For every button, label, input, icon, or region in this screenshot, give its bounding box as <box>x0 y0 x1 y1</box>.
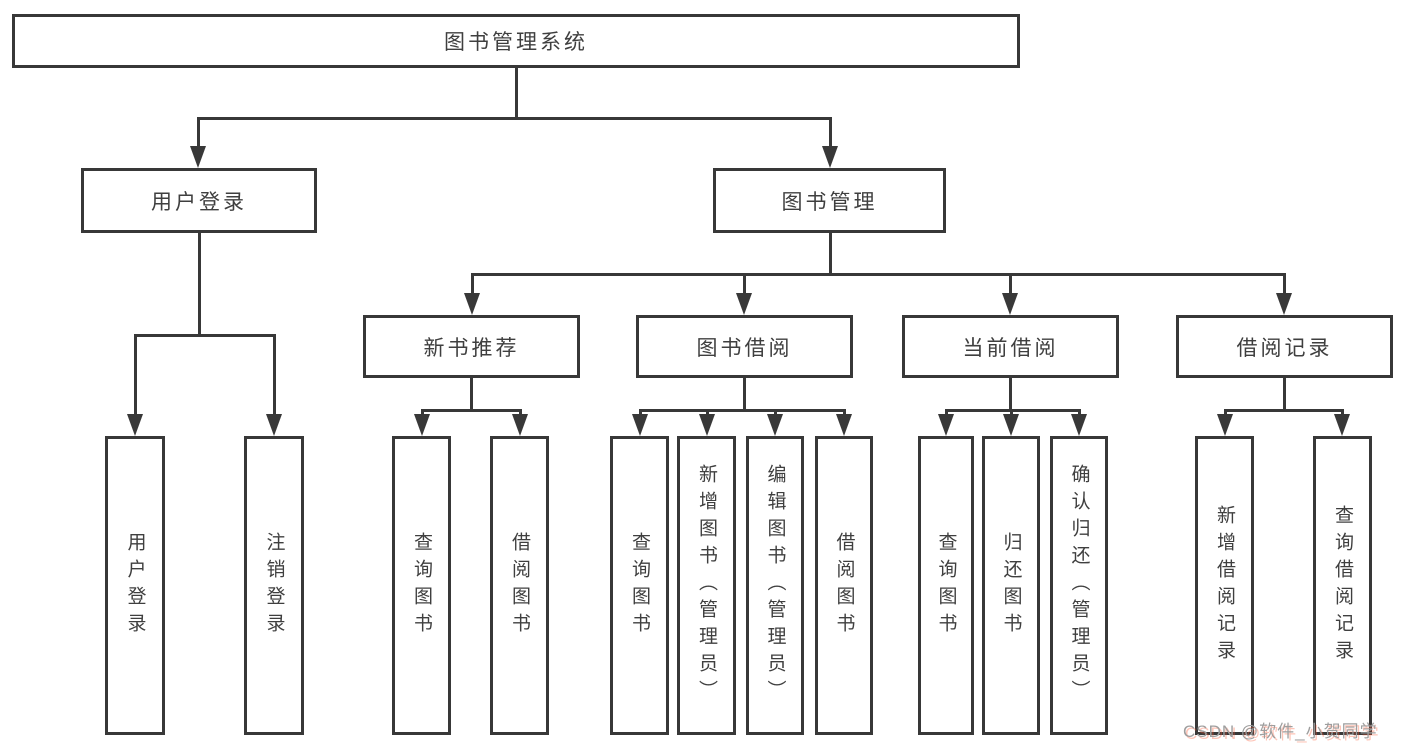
connector-line <box>742 378 746 410</box>
connector-arrow-stem <box>1077 409 1081 416</box>
connector-arrow-stem <box>705 409 709 416</box>
node-label: 图书管理系统 <box>444 31 588 54</box>
leaf-edit-book-admin: 编辑图书（管理员） <box>746 436 804 735</box>
down-arrow-icon <box>1003 414 1019 436</box>
node-label: 图书管理 <box>781 190 878 214</box>
node-label: 新增图书（管理员） <box>696 464 717 707</box>
leaf-user-login: 用户登录 <box>105 436 165 735</box>
connector-arrow-stem <box>742 273 746 295</box>
down-arrow-icon <box>464 293 480 315</box>
down-arrow-icon <box>127 414 143 436</box>
down-arrow-icon <box>699 414 715 436</box>
node-book-borrowing: 图书借阅 <box>636 315 853 378</box>
connector-line <box>514 68 518 118</box>
leaf-add-book-admin: 新增图书（管理员） <box>677 436 736 735</box>
connector-line <box>197 233 201 335</box>
connector-arrow-stem <box>773 409 777 416</box>
node-label: 借阅图书 <box>509 531 530 640</box>
connector-arrow-stem <box>1340 409 1344 416</box>
down-arrow-icon <box>190 146 206 168</box>
down-arrow-icon <box>1217 414 1233 436</box>
connector-line <box>828 233 832 274</box>
connector-line <box>1008 378 1012 410</box>
leaf-query-borrow-record: 查询借阅记录 <box>1313 436 1372 735</box>
node-new-book-recommendation: 新书推荐 <box>363 315 580 378</box>
node-user-login: 用户登录 <box>81 168 317 233</box>
leaf-query-books-recommend: 查询图书 <box>392 436 451 735</box>
connector-arrow-stem <box>828 117 832 148</box>
node-label: 图书借阅 <box>696 336 793 360</box>
connector-arrow-stem <box>944 409 948 416</box>
connector-line <box>945 409 1081 412</box>
connector-line <box>421 409 521 412</box>
down-arrow-icon <box>512 414 528 436</box>
node-label: 查询图书 <box>935 531 957 640</box>
down-arrow-icon <box>1071 414 1087 436</box>
node-label: 新增借阅记录 <box>1214 504 1235 667</box>
down-arrow-icon <box>632 414 648 436</box>
down-arrow-icon <box>1276 293 1292 315</box>
connector-line <box>1224 409 1344 412</box>
node-label: 借阅图书 <box>833 531 855 640</box>
down-arrow-icon <box>822 146 838 168</box>
leaf-query-books-borrowing: 查询图书 <box>610 436 669 735</box>
watermark: CSDN @软件_小贺同学 <box>1183 722 1378 741</box>
connector-arrow-stem <box>842 409 846 416</box>
down-arrow-icon <box>1002 293 1018 315</box>
connector-arrow-stem <box>1009 409 1013 416</box>
node-label: 注销登录 <box>263 531 285 640</box>
node-label: 用户登录 <box>151 190 247 214</box>
leaf-return-books: 归还图书 <box>982 436 1040 735</box>
node-library-management-system: 图书管理系统 <box>12 14 1020 68</box>
down-arrow-icon <box>736 293 752 315</box>
connector-line <box>469 378 473 410</box>
node-current-borrowing: 当前借阅 <box>902 315 1119 378</box>
connector-arrow-stem <box>470 273 474 295</box>
connector-arrow-stem <box>272 334 276 416</box>
leaf-borrow-books-borrowing: 借阅图书 <box>815 436 873 735</box>
leaf-query-books-current: 查询图书 <box>918 436 974 735</box>
down-arrow-icon <box>767 414 783 436</box>
node-label: 查询图书 <box>629 531 650 640</box>
down-arrow-icon <box>414 414 430 436</box>
node-label: 当前借阅 <box>962 336 1059 360</box>
node-label: 新书推荐 <box>423 336 520 360</box>
down-arrow-icon <box>836 414 852 436</box>
connector-line <box>197 117 832 120</box>
leaf-borrow-books-recommend: 借阅图书 <box>490 436 549 735</box>
connector-arrow-stem <box>1008 273 1012 295</box>
node-label: 用户登录 <box>124 531 146 640</box>
down-arrow-icon <box>1334 414 1350 436</box>
connector-arrow-stem <box>133 334 137 416</box>
connector-line <box>1282 378 1286 410</box>
down-arrow-icon <box>938 414 954 436</box>
node-label: 编辑图书（管理员） <box>764 464 786 707</box>
connector-arrow-stem <box>1282 273 1286 295</box>
node-label: 归还图书 <box>1000 531 1022 640</box>
leaf-confirm-return-admin: 确认归还（管理员） <box>1050 436 1108 735</box>
node-label: 确认归还（管理员） <box>1068 464 1090 707</box>
connector-arrow-stem <box>196 117 200 148</box>
node-label: 借阅记录 <box>1236 336 1333 360</box>
connector-arrow-stem <box>420 409 424 416</box>
leaf-add-borrow-record: 新增借阅记录 <box>1195 436 1254 735</box>
connector-line <box>134 334 276 337</box>
connector-line <box>471 273 1286 276</box>
node-label: 查询图书 <box>411 531 432 640</box>
leaf-logout: 注销登录 <box>244 436 304 735</box>
connector-arrow-stem <box>1223 409 1227 416</box>
connector-arrow-stem <box>518 409 522 416</box>
connector-line <box>639 409 846 412</box>
node-book-management: 图书管理 <box>713 168 946 233</box>
node-borrowing-records: 借阅记录 <box>1176 315 1393 378</box>
down-arrow-icon <box>266 414 282 436</box>
node-label: 查询借阅记录 <box>1332 504 1353 667</box>
connector-arrow-stem <box>638 409 642 416</box>
